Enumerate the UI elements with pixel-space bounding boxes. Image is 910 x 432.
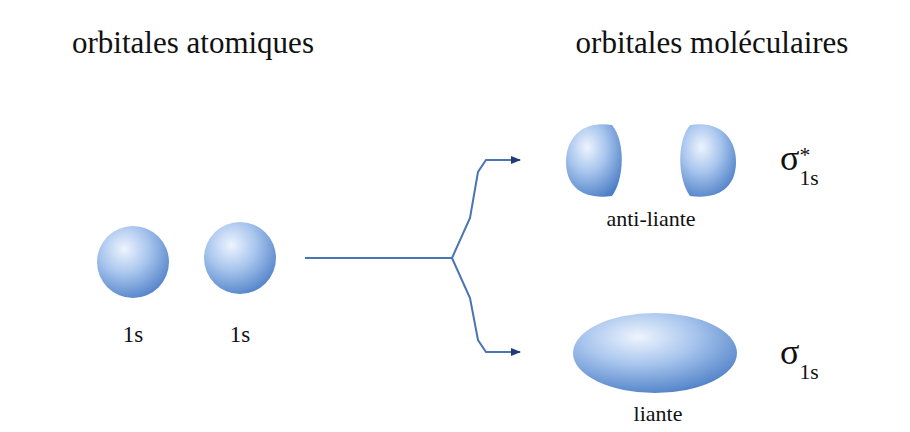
orbital-label: 1s [123, 323, 143, 346]
orbital-symbol: σ 1s [780, 334, 819, 378]
antibonding-lobe [566, 124, 622, 196]
symbol-subscript: 1s [799, 168, 818, 190]
orbital-type-label: anti-liante [606, 208, 695, 230]
symbol-letter: σ [780, 332, 799, 372]
symbol-subscript: 1s [799, 362, 818, 384]
bonding-orbital [573, 313, 737, 393]
symbol-superscript: * [799, 145, 818, 167]
split-line-up [452, 160, 520, 258]
symbol-indices: 1s [799, 339, 818, 383]
split-line-down [452, 258, 520, 352]
symbol-letter: σ [780, 138, 799, 178]
split-line [305, 257, 452, 259]
antibonding-lobe [680, 124, 736, 196]
symbol-indices: *1s [799, 145, 818, 189]
atomic-orbital [204, 222, 276, 294]
orbital-label: 1s [230, 323, 250, 346]
orbital-symbol: σ*1s [780, 140, 819, 184]
atomic-orbital [97, 226, 169, 298]
column-heading: orbitales atomiques [72, 27, 314, 58]
orbital-type-label: liante [634, 403, 683, 425]
column-heading: orbitales moléculaires [576, 27, 849, 58]
